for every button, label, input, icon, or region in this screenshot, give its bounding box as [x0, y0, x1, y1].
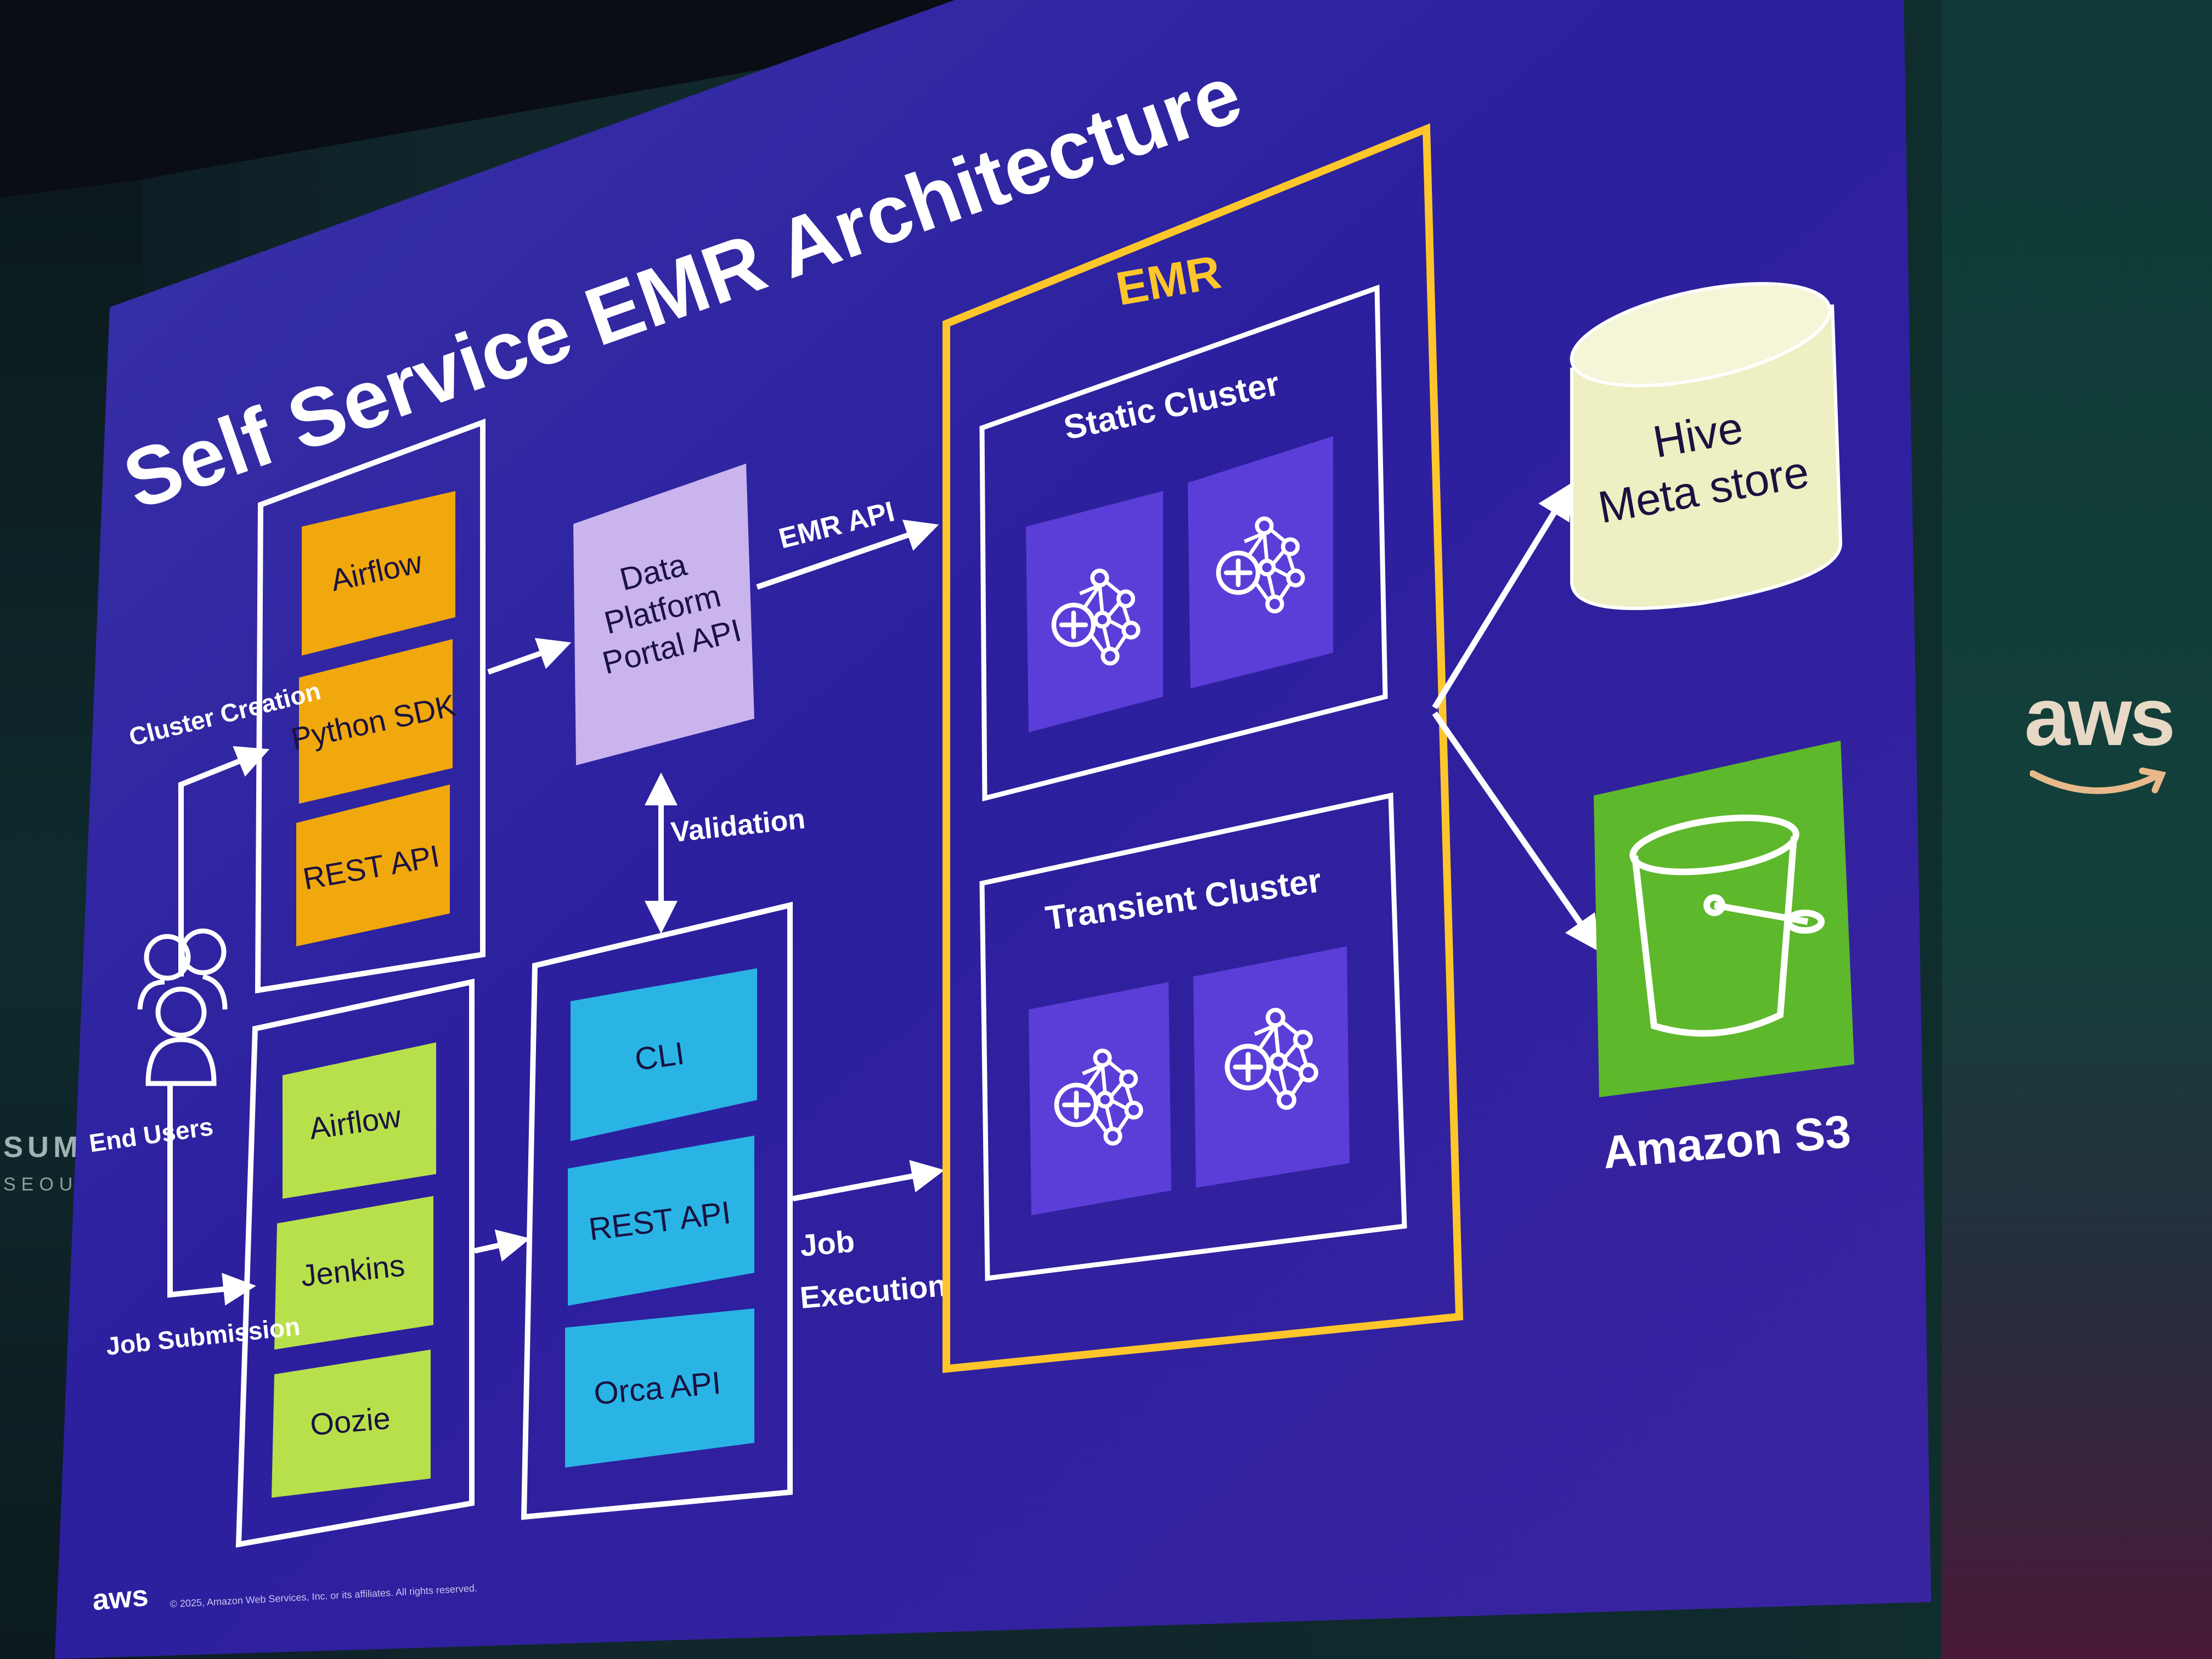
- job-submission-container: [235, 978, 475, 1548]
- tool-airflow-submit[interactable]: [283, 1042, 436, 1199]
- job-submission-tools: Airflow Jenkins Oozie: [272, 1042, 436, 1498]
- aws-wall-logo-text: aws: [2024, 670, 2176, 763]
- job-execution-line1: Job: [799, 1224, 856, 1263]
- static-cluster-box: [979, 284, 1388, 802]
- aws-wall-logo: aws: [2024, 669, 2189, 801]
- emr-api-arrow: [756, 520, 939, 590]
- bucket-icon: [1629, 814, 1825, 1037]
- arrow-to-hive: [1432, 482, 1573, 709]
- arrow-to-portal: [487, 637, 572, 675]
- tool-oozie[interactable]: [272, 1350, 431, 1498]
- interfaces-container: [521, 901, 793, 1520]
- interfaces-list: CLI REST API Orca API: [565, 968, 757, 1468]
- arrow-to-cluster-creation: [178, 746, 270, 977]
- interface-orca-api[interactable]: [565, 1308, 754, 1468]
- interface-rest-api[interactable]: [568, 1136, 754, 1306]
- portal-api-box[interactable]: [573, 464, 754, 765]
- room-wall-right: [1942, 0, 2212, 1659]
- emr-container: [943, 123, 1464, 1373]
- static-node-1[interactable]: [1026, 491, 1163, 732]
- footer-aws-logo: aws: [91, 1579, 150, 1617]
- cylinder-icon: [1570, 282, 1843, 610]
- arrow-to-s3: [1432, 711, 1601, 952]
- aws-smile-icon: [2030, 768, 2166, 794]
- s3-tile: [1594, 741, 1854, 1097]
- interface-cli[interactable]: [571, 968, 757, 1141]
- tool-jenkins[interactable]: [274, 1196, 433, 1350]
- interface-cli-label: CLI: [633, 1035, 686, 1077]
- tool-oozie-label: Oozie: [309, 1401, 392, 1442]
- tool-python-sdk[interactable]: [299, 639, 453, 804]
- cluster-creation-container: [255, 418, 486, 994]
- tool-rest-api-create[interactable]: [296, 785, 450, 946]
- tool-airflow-create[interactable]: [302, 491, 455, 656]
- job-execution-arrow: [792, 1160, 945, 1201]
- arrow-to-interfaces: [473, 1229, 531, 1262]
- transient-cluster-box: [979, 792, 1407, 1282]
- users-icon: [137, 928, 228, 1086]
- cluster-creation-tools: Airflow Python SDK REST API: [288, 491, 459, 946]
- arrow-to-job-submission: [167, 1084, 256, 1306]
